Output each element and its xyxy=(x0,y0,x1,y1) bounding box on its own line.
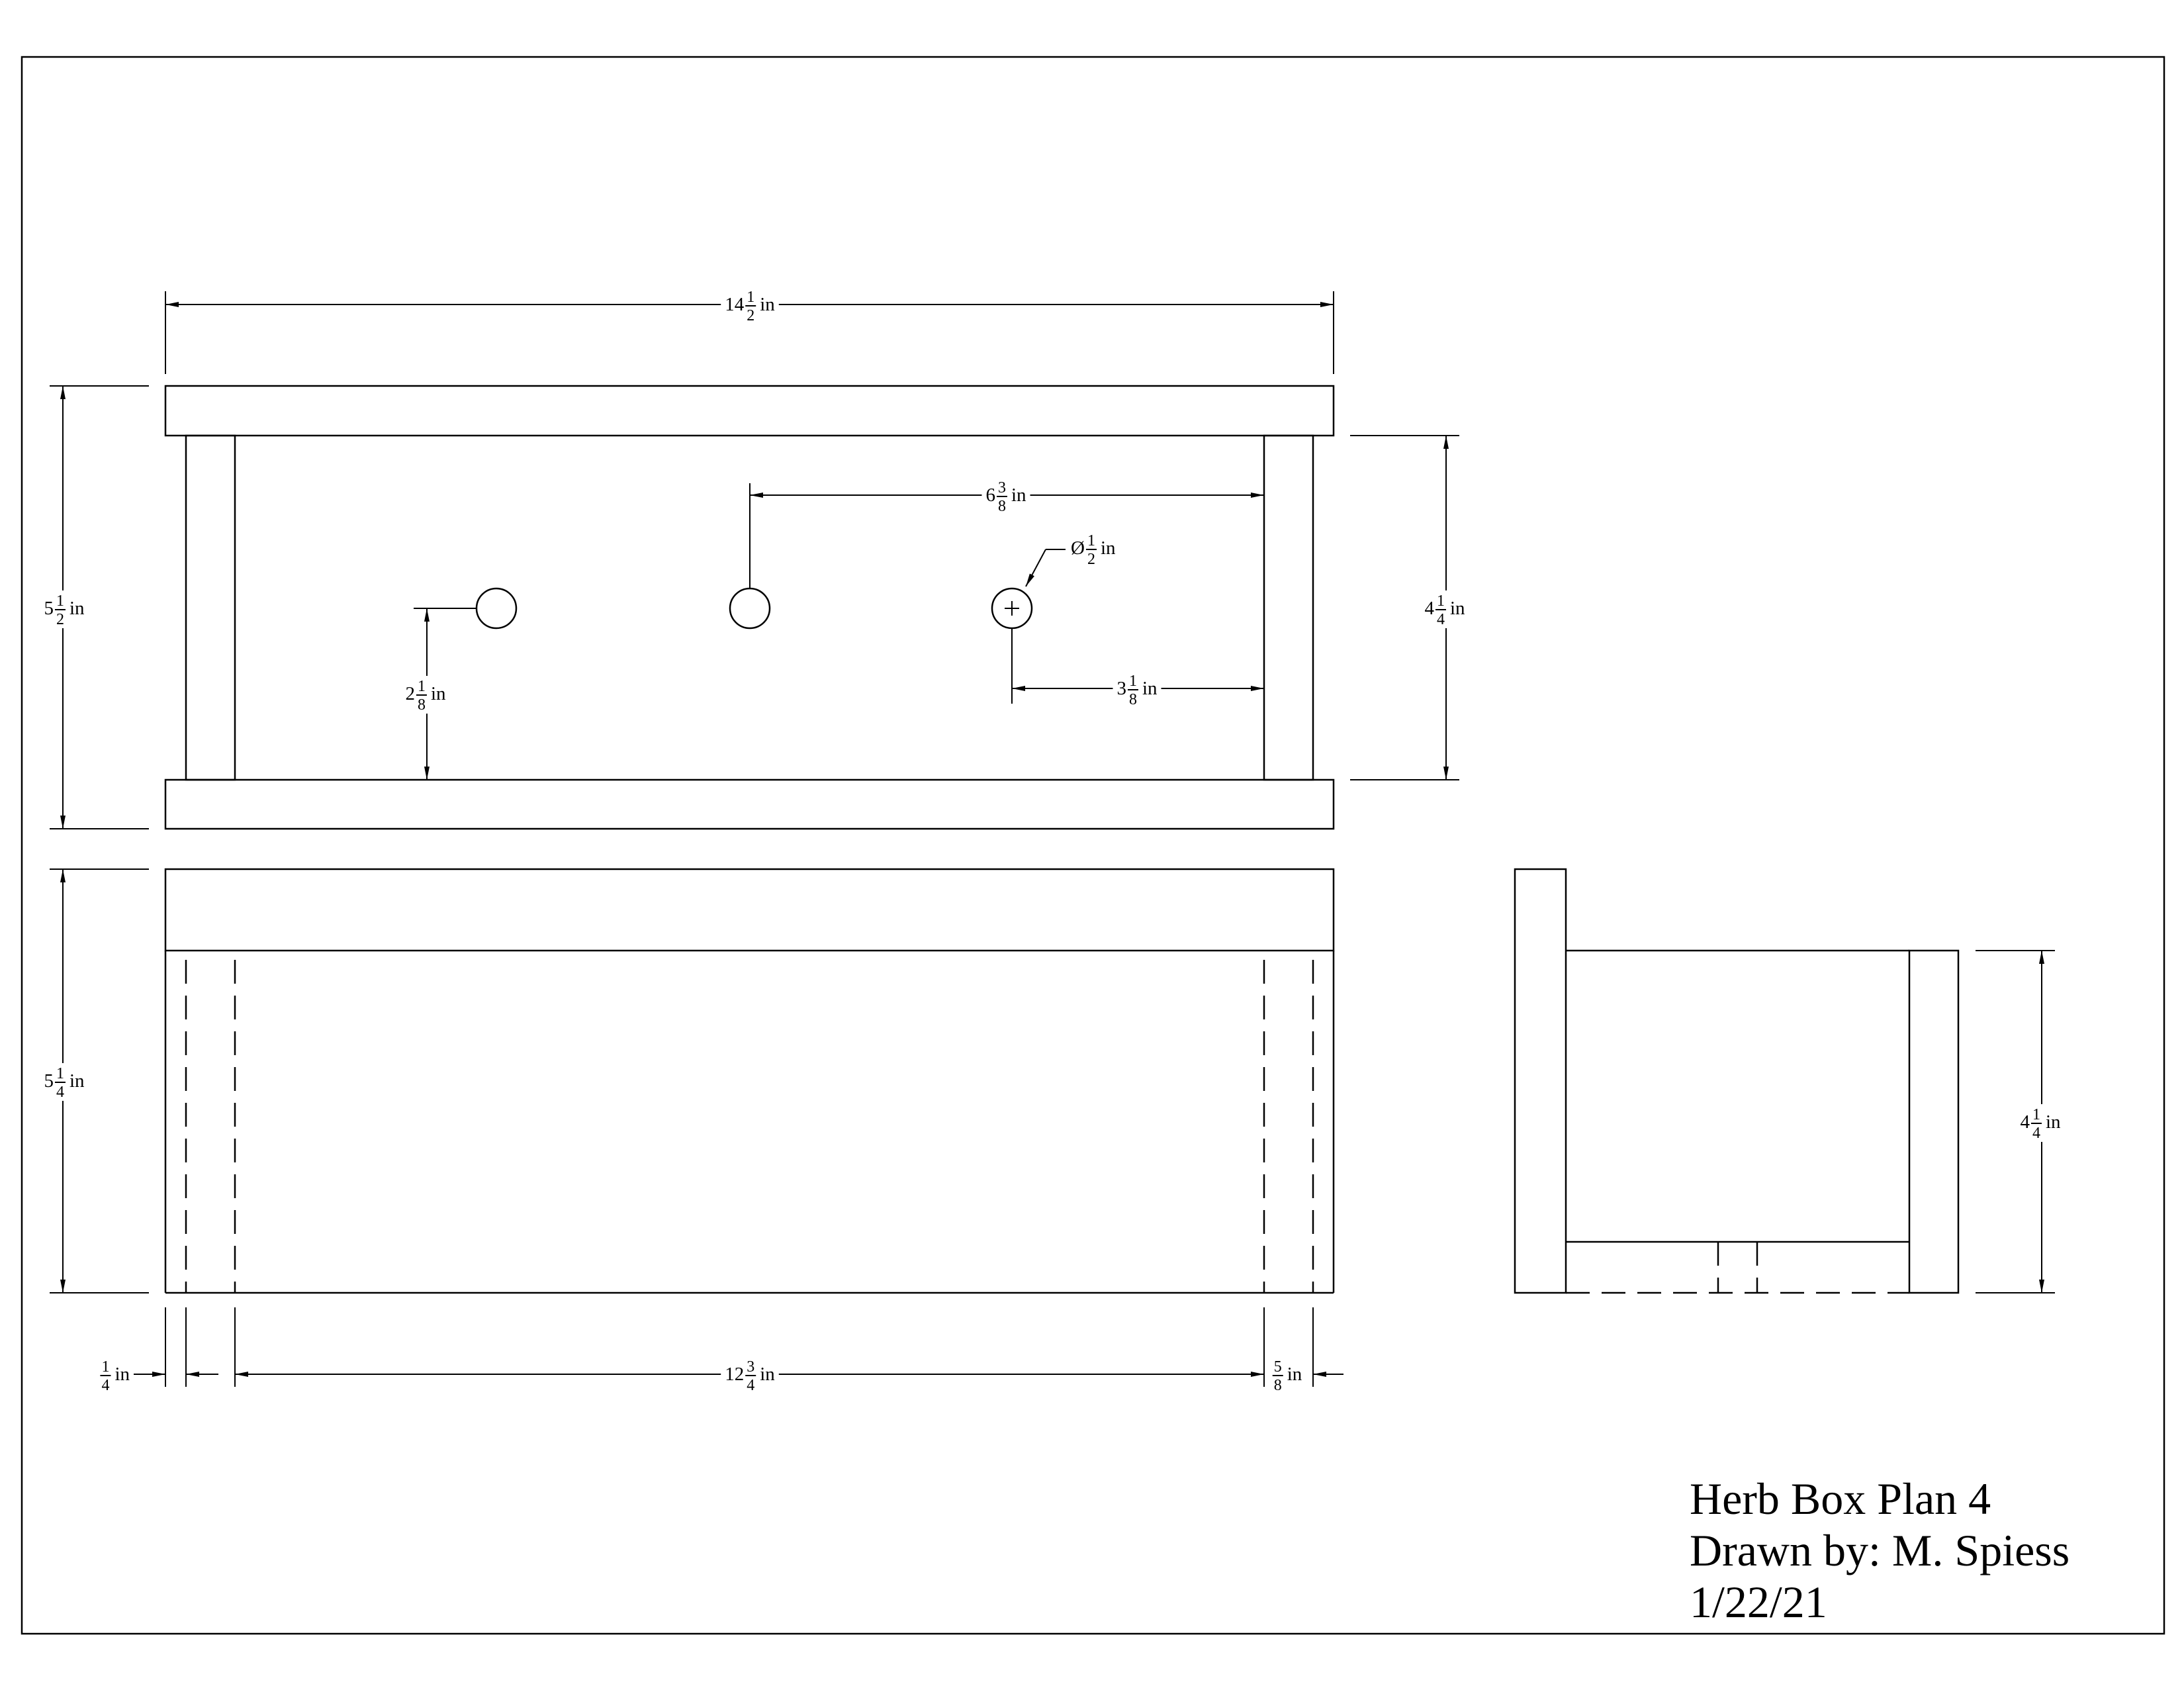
dim-denominator: 8 xyxy=(1274,1377,1282,1394)
dim-denominator: 8 xyxy=(418,696,426,714)
dim-numerator: 5 xyxy=(1274,1358,1282,1376)
dim-unit: in xyxy=(1142,678,1158,699)
dim-numerator: 1 xyxy=(1437,592,1445,610)
front-view xyxy=(164,868,1335,1294)
top-left-side-piece xyxy=(185,434,236,781)
sheet-border xyxy=(21,56,2165,1635)
dim-unit: in xyxy=(2046,1111,2061,1133)
dim-denominator: 8 xyxy=(998,498,1006,515)
drawing-title: Herb Box Plan 4 xyxy=(1690,1474,1991,1524)
dim-unit: in xyxy=(431,683,446,704)
drawn-by: Drawn by: M. Spiess xyxy=(1690,1525,2070,1575)
drawing-date: 1/22/21 xyxy=(1690,1577,1827,1627)
dim-whole: 5 xyxy=(44,1070,54,1092)
dim-denominator: 4 xyxy=(1437,611,1445,628)
dim-numerator: 1 xyxy=(1087,532,1095,549)
dim-unit: in xyxy=(1011,485,1026,506)
dim-unit: in xyxy=(1450,598,1465,619)
dimension-lines xyxy=(50,291,2055,1387)
dim-whole: 5 xyxy=(44,598,54,619)
dim-end-gap: 14 in xyxy=(96,1356,134,1394)
drain-hole-left xyxy=(475,587,518,630)
dim-whole: 4 xyxy=(2020,1111,2030,1133)
dim-numerator: 3 xyxy=(747,1358,754,1376)
dim-whole: 2 xyxy=(405,683,415,704)
dim-denominator: 2 xyxy=(747,307,754,324)
dim-numerator: 1 xyxy=(56,1065,64,1082)
dim-unit: in xyxy=(114,1364,130,1385)
dim-unit: in xyxy=(1287,1364,1302,1385)
dim-denominator: 2 xyxy=(56,611,64,628)
dim-whole: 4 xyxy=(1424,598,1434,619)
dim-whole: 14 xyxy=(725,294,745,315)
top-right-side-piece xyxy=(1263,434,1314,781)
drain-hole-center xyxy=(729,587,771,630)
dim-numerator: 3 xyxy=(998,479,1006,496)
dim-whole: 3 xyxy=(1116,678,1126,699)
dim-unit: in xyxy=(69,1070,85,1092)
dim-denominator: 2 xyxy=(1087,551,1095,568)
side-tall-board xyxy=(1514,868,1567,1294)
dim-whole: Ø xyxy=(1071,538,1085,559)
dim-denominator: 4 xyxy=(747,1377,754,1394)
side-short-board xyxy=(1908,949,1960,1294)
dim-unit: in xyxy=(760,1364,775,1385)
dim-whole: 6 xyxy=(985,485,995,506)
front-top-board xyxy=(164,868,1335,952)
dim-denominator: 4 xyxy=(56,1084,64,1101)
dim-numerator: 1 xyxy=(747,289,754,306)
side-view xyxy=(1514,868,1960,1294)
dim-denominator: 8 xyxy=(1129,691,1137,708)
dim-unit: in xyxy=(69,598,85,619)
title-block: Herb Box Plan 4 Drawn by: M. Spiess 1/22… xyxy=(1690,1474,2070,1627)
top-board-lower xyxy=(164,778,1335,830)
dim-numerator: 1 xyxy=(101,1358,109,1376)
top-board-upper xyxy=(164,385,1335,437)
dim-side-thickness: 58 in xyxy=(1268,1356,1306,1394)
dim-numerator: 1 xyxy=(2032,1106,2040,1123)
dim-numerator: 1 xyxy=(56,592,64,610)
dim-numerator: 1 xyxy=(1129,673,1137,690)
dim-denominator: 4 xyxy=(2032,1125,2040,1142)
dim-numerator: 1 xyxy=(418,678,426,695)
top-view xyxy=(164,385,1335,830)
dim-denominator: 4 xyxy=(101,1377,109,1394)
dim-whole: 12 xyxy=(725,1364,744,1385)
dim-unit: in xyxy=(760,294,775,315)
dim-unit: in xyxy=(1101,538,1116,559)
